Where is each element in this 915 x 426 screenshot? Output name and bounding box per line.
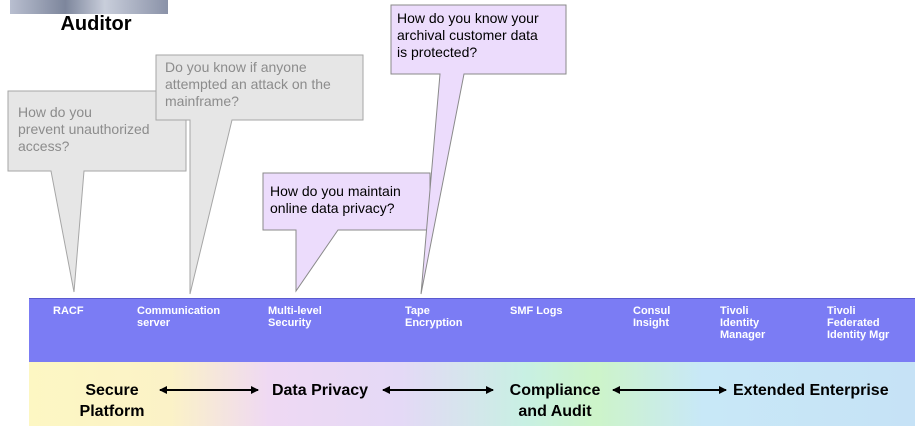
product-tivoli-federated-identity-mgr: Tivoli Federated Identity Mgr — [827, 305, 890, 341]
theme-data-privacy: Data Privacy — [271, 382, 369, 399]
auditor-label: Auditor — [60, 13, 132, 35]
theme-compliance-and-audit: Compliance and Audit — [509, 382, 601, 420]
product-consul-insight: Consul Insight — [633, 305, 671, 329]
callout-bubble-mainframe-attack — [155, 54, 364, 295]
product-smf-logs: SMF Logs — [510, 305, 563, 317]
callout-bubble-online-privacy — [262, 172, 431, 293]
product-multi-level-security: Multi-level Security — [268, 305, 322, 329]
theme-secure-platform: Secure Platform — [79, 382, 145, 420]
product-communication-server: Communication server — [137, 305, 221, 329]
theme-extended-enterprise: Extended Enterprise — [733, 382, 889, 399]
product-racf: RACF — [53, 305, 84, 317]
callout-shapes — [7, 4, 567, 295]
product-tivoli-identity-manager: Tivoli Identity Manager — [720, 305, 766, 341]
theme-band — [29, 362, 915, 426]
product-bar — [29, 298, 915, 363]
auditor-photo — [10, 0, 168, 14]
product-tape-encryption: Tape Encryption — [405, 305, 463, 329]
callout-bubble-archival-data — [390, 4, 567, 295]
